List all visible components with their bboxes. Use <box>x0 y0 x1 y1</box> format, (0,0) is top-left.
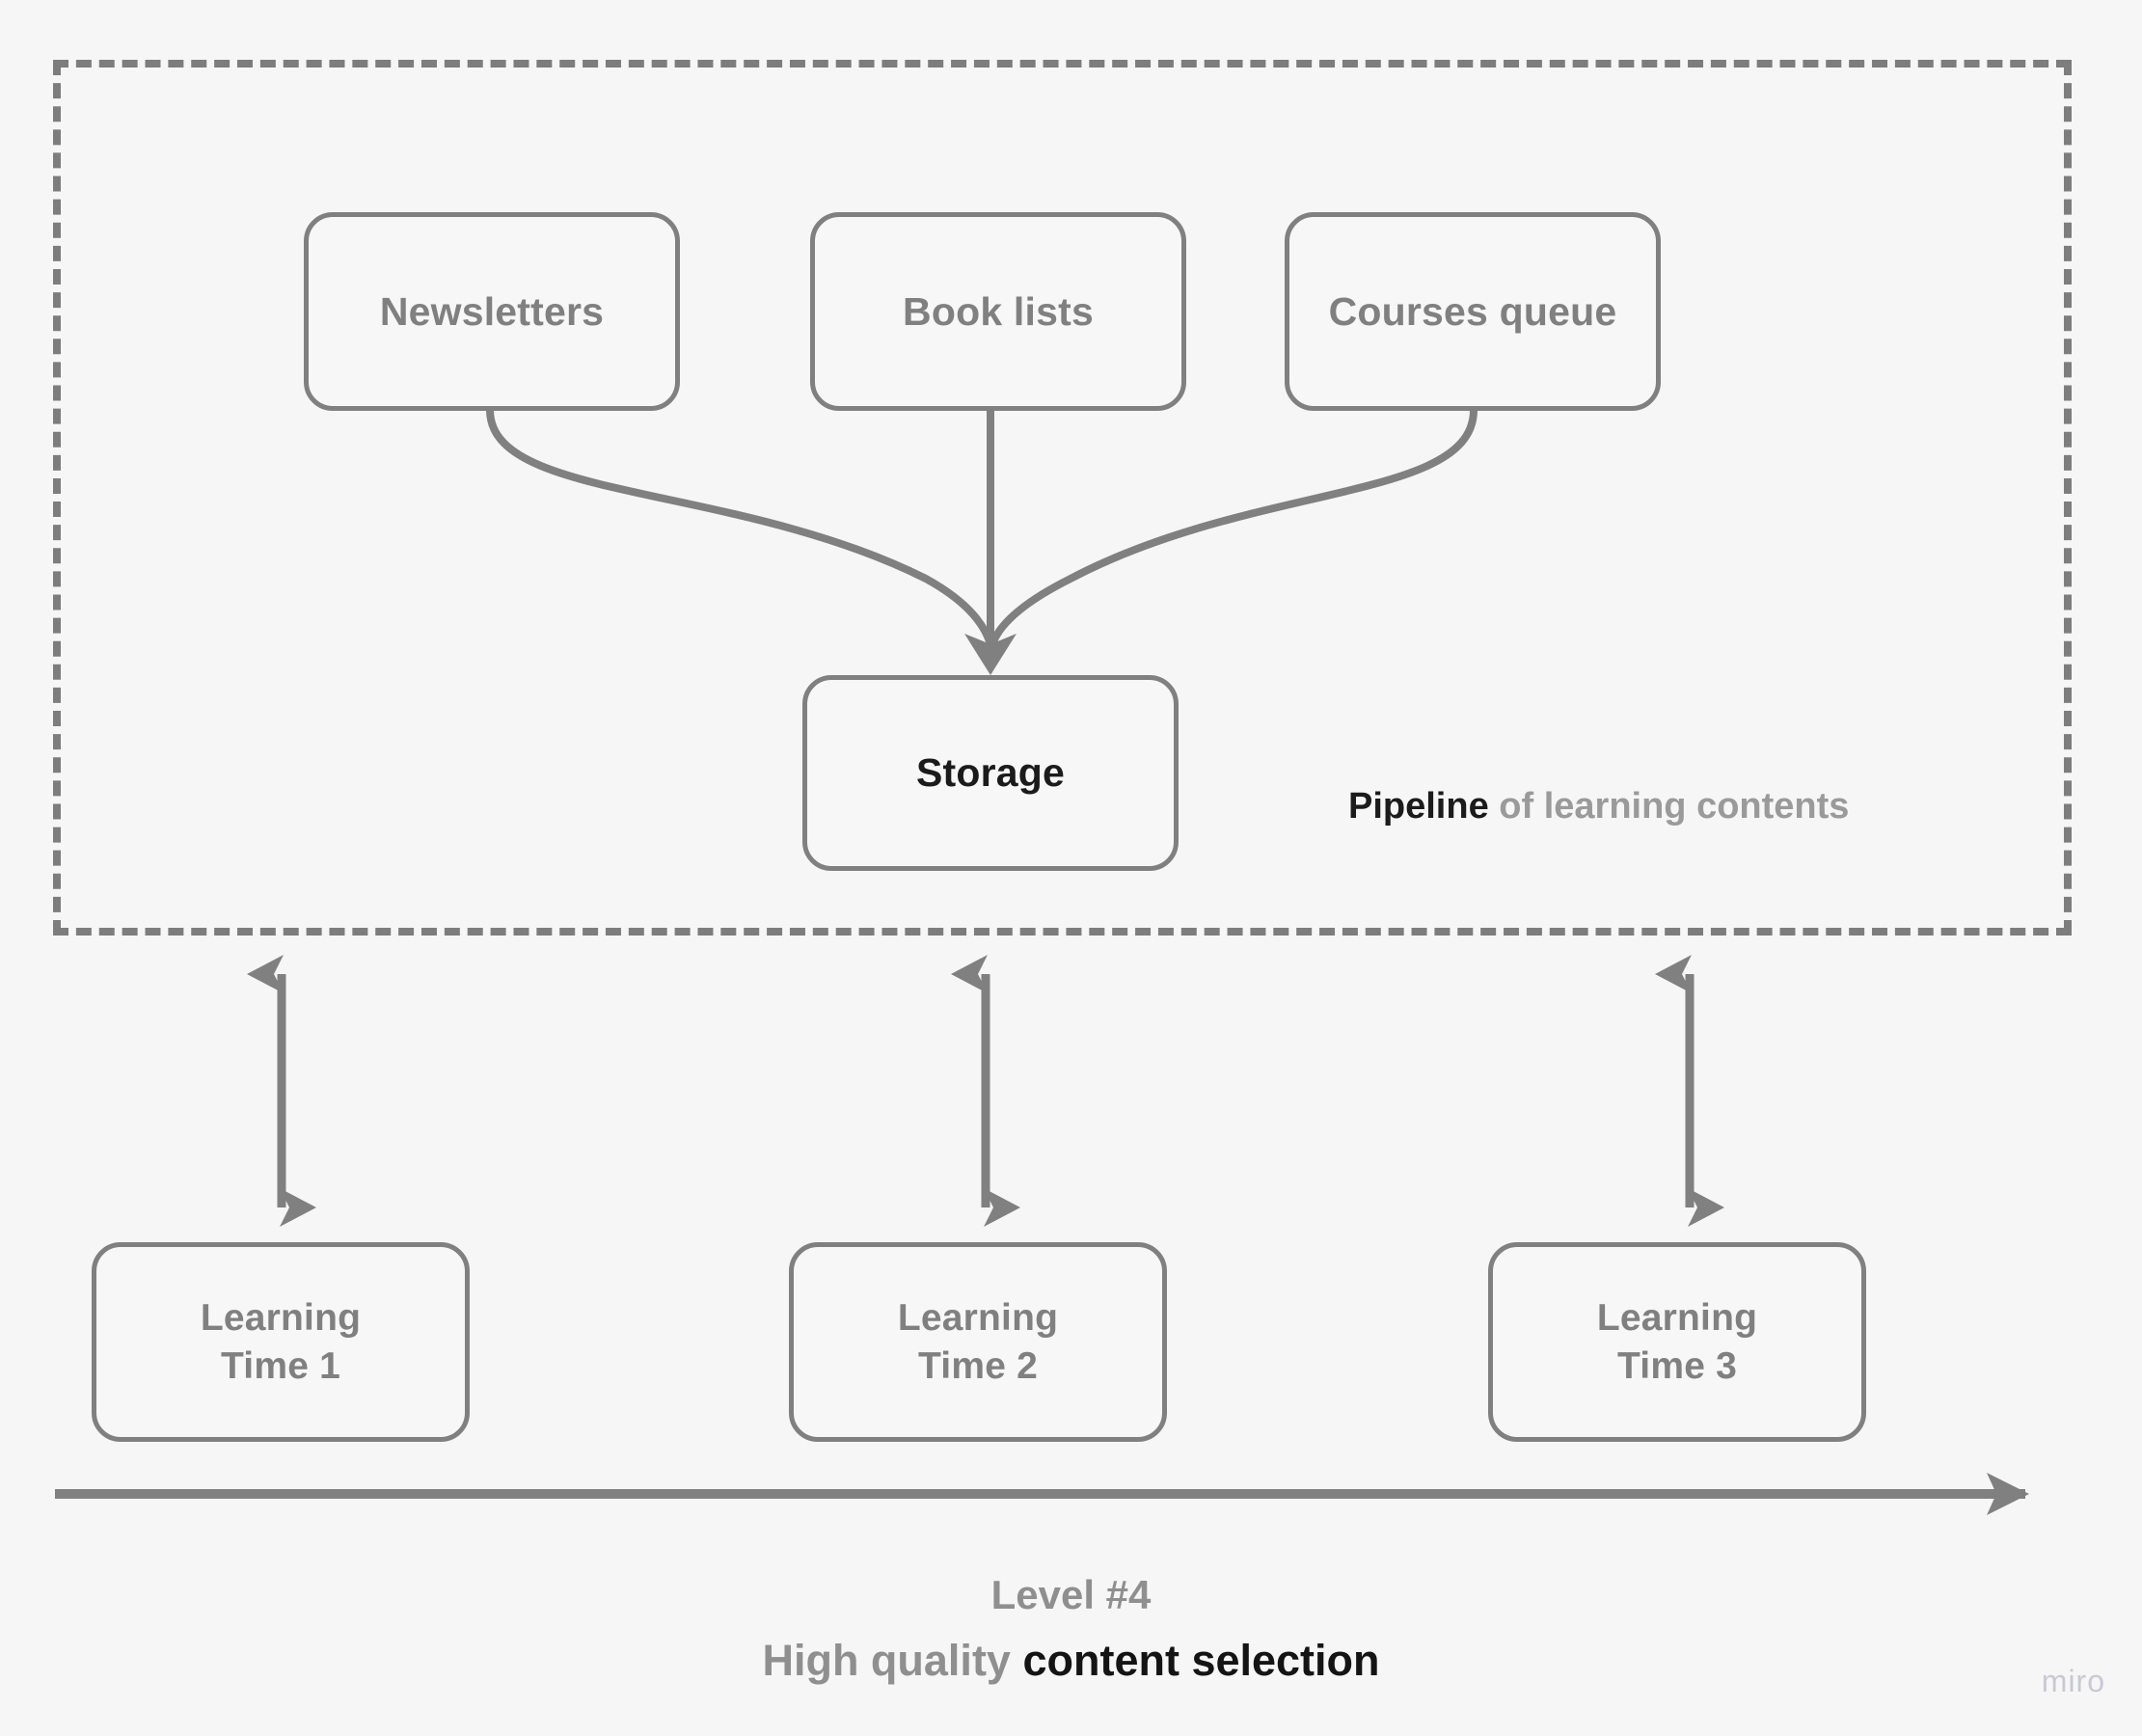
node-newsletters[interactable]: Newsletters <box>304 212 680 411</box>
node-storage-label: Storage <box>915 750 1066 796</box>
learning-time-3-line1: Learning <box>1596 1296 1758 1339</box>
node-learning-time-1[interactable]: Learning Time 1 <box>92 1242 470 1442</box>
pipeline-zone-caption: Pipeline of learning contents <box>1348 786 1849 827</box>
pipeline-caption-strong: Pipeline <box>1348 786 1489 827</box>
pipeline-zone-boundary <box>53 60 2072 936</box>
learning-time-3-line2: Time 3 <box>1616 1344 1738 1387</box>
footer-title-strong: content selection <box>1022 1636 1380 1685</box>
learning-time-2-line2: Time 2 <box>917 1344 1039 1387</box>
pipeline-caption-rest: of learning contents <box>1488 786 1850 827</box>
node-book-lists-label: Book lists <box>903 288 1094 334</box>
node-courses-queue[interactable]: Courses queue <box>1285 212 1661 411</box>
node-newsletters-label: Newsletters <box>379 288 605 334</box>
miro-watermark: miro <box>2041 1664 2105 1698</box>
footer-title-muted: High quality <box>762 1636 1023 1685</box>
node-courses-queue-label: Courses queue <box>1328 288 1617 334</box>
node-storage[interactable]: Storage <box>802 675 1179 871</box>
node-book-lists[interactable]: Book lists <box>810 212 1186 411</box>
learning-time-1-line1: Learning <box>200 1296 362 1339</box>
node-learning-time-2-label: Learning Time 2 <box>898 1294 1058 1391</box>
footer-title: High quality content selection <box>0 1636 2142 1686</box>
learning-time-1-line2: Time 1 <box>220 1344 341 1387</box>
node-learning-time-1-label: Learning Time 1 <box>201 1294 361 1391</box>
diagram-footer: Level #4 High quality content selection <box>0 1572 2142 1686</box>
footer-level: Level #4 <box>990 1572 1152 1617</box>
node-learning-time-2[interactable]: Learning Time 2 <box>789 1242 1167 1442</box>
node-learning-time-3[interactable]: Learning Time 3 <box>1488 1242 1866 1442</box>
learning-time-2-line1: Learning <box>897 1296 1059 1339</box>
node-learning-time-3-label: Learning Time 3 <box>1597 1294 1757 1391</box>
